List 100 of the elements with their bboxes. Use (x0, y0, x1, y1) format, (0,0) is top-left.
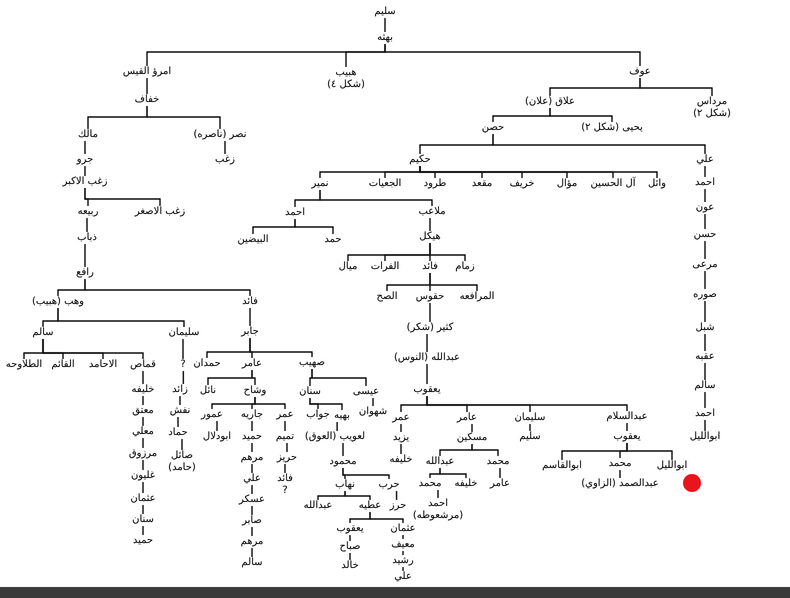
name-label: عطيه (358, 500, 382, 512)
name-label: صوره (693, 289, 717, 301)
name-label: علي (243, 473, 261, 485)
tree-line (396, 491, 398, 500)
tree-line (704, 241, 706, 259)
tree-line (384, 18, 386, 32)
name-label: حرب (378, 479, 400, 491)
name-label: عسكر (239, 494, 265, 506)
tree-line (336, 422, 338, 431)
name-label: زائد (172, 384, 188, 396)
name-label: عامر (242, 358, 262, 370)
tree-line (251, 464, 253, 473)
name-label: بهثه (377, 32, 393, 44)
tree-line (704, 334, 706, 351)
tree-line (619, 470, 621, 478)
name-label: ربيعه (78, 206, 98, 218)
tree-line (254, 397, 286, 409)
tree-line (384, 44, 641, 66)
name-label: سالم (32, 327, 54, 339)
tree-line (182, 339, 184, 359)
tree-line (344, 491, 371, 500)
tree-line (639, 78, 713, 96)
name-label: احمد (695, 177, 715, 189)
name-label: محمد (486, 456, 510, 468)
name-label: حكيم (409, 154, 431, 166)
name-label: خليفه (390, 454, 412, 466)
tree-line (142, 417, 144, 426)
name-label: حميد (242, 431, 262, 443)
name-label: علي (394, 571, 412, 583)
tree-line (142, 438, 144, 448)
question-mark: ? (281, 485, 289, 497)
tree-line (57, 308, 185, 327)
name-label: خليفه (132, 384, 154, 396)
tree-line (142, 505, 144, 514)
name-label: عبدالله (426, 456, 454, 468)
name-label: عثمان (390, 523, 416, 535)
tree-line (471, 444, 499, 456)
name-label: يزيد (392, 432, 410, 444)
tree-line (86, 218, 88, 232)
name-label: رشيد (392, 555, 414, 567)
tree-line (471, 424, 473, 432)
name-label: عامر (457, 412, 477, 424)
tree-line (429, 273, 478, 291)
tree-line (402, 567, 404, 571)
name-label: عثمان (130, 493, 156, 505)
name-label: حسن (694, 229, 716, 241)
name-label: سالم (694, 380, 716, 392)
name-label: هيكل (419, 231, 441, 243)
name-label: يعقوب (336, 523, 364, 535)
name-label: ابوالقاسم (542, 460, 582, 472)
tree-line (626, 423, 628, 431)
tree-line (146, 78, 148, 94)
tree-line (429, 218, 431, 231)
name-label: محمد (418, 478, 442, 490)
name-label: عمر (276, 409, 294, 421)
tree-line (181, 439, 183, 450)
tree-line (426, 364, 428, 384)
tree-line (704, 166, 706, 177)
name-label: نهاب (335, 479, 355, 491)
name-label: كثير (شكر) (406, 322, 454, 334)
name-label: جاريه (240, 409, 264, 421)
name-label: مرهم (240, 452, 264, 464)
tree-line (402, 535, 404, 539)
tree-line (309, 398, 343, 410)
tree-line (372, 398, 374, 406)
name-label: سليمان (168, 327, 200, 339)
name-label: القائم (51, 359, 75, 371)
tree-line (492, 134, 706, 154)
name-label: عيسى (352, 386, 380, 398)
name-label: هبيب (شكل ٤) (326, 67, 366, 91)
tree-line (142, 371, 144, 384)
tree-line (84, 166, 86, 176)
name-label: وشاح (244, 385, 266, 397)
tree-line (286, 443, 288, 452)
name-label: عون (696, 202, 714, 214)
tree-line (704, 189, 706, 202)
tree-line (529, 424, 531, 431)
name-label: حصن (482, 122, 504, 134)
name-label: ملاعب (418, 206, 446, 218)
name-label: حمد (324, 234, 342, 246)
tree-line (402, 551, 404, 555)
tree-line (224, 141, 226, 154)
name-label: جرو (76, 154, 94, 166)
tree-line (251, 421, 253, 431)
tree-line (429, 303, 431, 322)
name-label: ابوالليل (656, 460, 688, 472)
name-label: الجعيات (368, 178, 402, 190)
name-label: الاحامد (88, 359, 118, 371)
tree-line (84, 188, 161, 206)
tree-line (349, 535, 351, 541)
name-label: عبدالسلام (606, 411, 648, 423)
name-label: نمير (311, 178, 329, 190)
tree-line (142, 460, 144, 470)
name-label: عبدالله (304, 500, 332, 512)
name-label: سنان (132, 514, 154, 526)
tree-line (182, 371, 184, 384)
tree-line (704, 363, 706, 380)
tree-line (704, 271, 706, 289)
name-label: مؤال (556, 178, 578, 190)
name-label: رافع (76, 267, 94, 279)
